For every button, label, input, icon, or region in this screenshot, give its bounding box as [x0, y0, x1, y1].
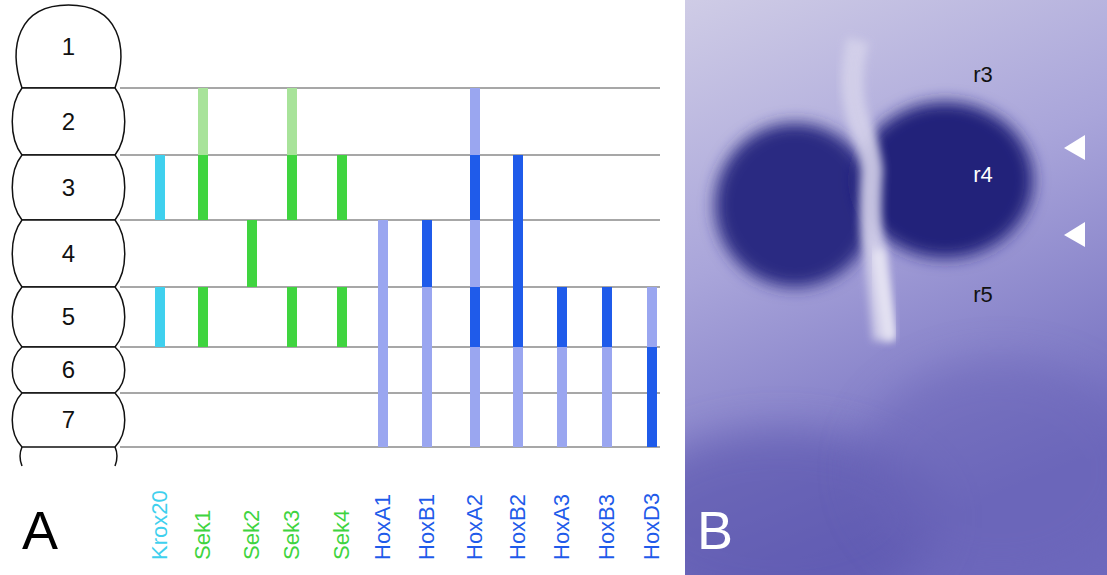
rhombomere-shape [12, 347, 125, 393]
expression-bar [337, 287, 347, 347]
gene-label: HoxD3 [640, 493, 664, 560]
rhombomere-shape [16, 5, 121, 88]
rhombomere-number: 4 [62, 242, 75, 266]
r4-stain [715, 123, 875, 287]
expression-bar [198, 88, 208, 155]
rhombomere: 4 [12, 220, 125, 287]
rhombomere: 3 [12, 155, 125, 220]
expression-bar [602, 287, 612, 347]
expression-bar [287, 155, 297, 220]
expression-bar [647, 287, 657, 347]
gene-label: Sek4 [330, 510, 354, 560]
rhombomere-number: 5 [62, 305, 75, 329]
expression-bar [422, 287, 432, 447]
rhombomere-number: 2 [62, 110, 75, 134]
expression-bar [155, 287, 165, 347]
panel-letter: A [22, 500, 58, 560]
rhombomere-shape [12, 393, 125, 447]
boundary-line [120, 392, 660, 394]
expression-bar [155, 155, 165, 220]
expression-bar [602, 347, 612, 447]
rhombomere: 7 [12, 393, 125, 447]
expression-bar [378, 220, 388, 447]
gene-label: HoxB2 [506, 494, 530, 560]
boundary-arrowhead [1064, 222, 1085, 247]
rhombomere-number: 3 [62, 176, 75, 200]
gene-label: Sek1 [191, 510, 215, 560]
expression-bars [155, 88, 657, 447]
gene-label: Sek2 [240, 510, 264, 560]
gene-label: Krox20 [148, 490, 172, 560]
gene-label: HoxA3 [550, 494, 574, 560]
expression-bar [470, 220, 480, 287]
midline-seam [878, 250, 890, 340]
rhombomere: 6 [12, 347, 125, 393]
gene-label: HoxB3 [595, 494, 619, 560]
expression-bar [198, 287, 208, 347]
rhombomere-number: 7 [62, 408, 75, 432]
expression-bar [513, 155, 523, 347]
expression-bar [557, 287, 567, 347]
expression-bar [470, 347, 480, 447]
rhombomere-shape [12, 88, 125, 155]
rhombomere-label: r4 [973, 162, 993, 188]
panel-letter: B [697, 500, 733, 560]
rhombomere-label: r5 [973, 282, 993, 308]
gene-label: Sek3 [280, 510, 304, 560]
gene-label: HoxA1 [371, 494, 395, 560]
hindbrain-outline [20, 447, 117, 466]
expression-bar [470, 155, 480, 220]
expression-bar [557, 347, 567, 447]
expression-bar [337, 155, 347, 220]
expression-bar [247, 220, 257, 287]
expression-bar [422, 220, 432, 287]
tissue-shade [860, 360, 1107, 575]
r4-stain [857, 102, 1033, 258]
rhombomere-number: 1 [62, 35, 75, 59]
expression-bar [470, 287, 480, 347]
tissue-edge [1088, 0, 1096, 575]
rhombomere: 1 [12, 5, 125, 88]
rhombomere-label: r3 [973, 62, 993, 88]
gene-label: HoxA2 [463, 494, 487, 560]
boundary-lines [120, 88, 660, 447]
in-situ-photo [685, 0, 1107, 575]
gene-label: HoxB1 [415, 494, 439, 560]
boundary-arrowhead [1064, 135, 1085, 160]
expression-bar [287, 287, 297, 347]
expression-bar [647, 347, 657, 447]
boundary-line [120, 446, 660, 448]
rhombomere: 2 [12, 88, 125, 155]
rhombomere-shape [12, 287, 125, 347]
rhombomere-number: 6 [62, 358, 75, 382]
rhombomere: 5 [12, 287, 125, 347]
rhombomere-shape [12, 155, 125, 220]
expression-bar [513, 347, 523, 447]
expression-bar [287, 88, 297, 155]
expression-bar [198, 155, 208, 220]
rhombomere-shape [12, 220, 125, 287]
expression-bar [470, 88, 480, 155]
